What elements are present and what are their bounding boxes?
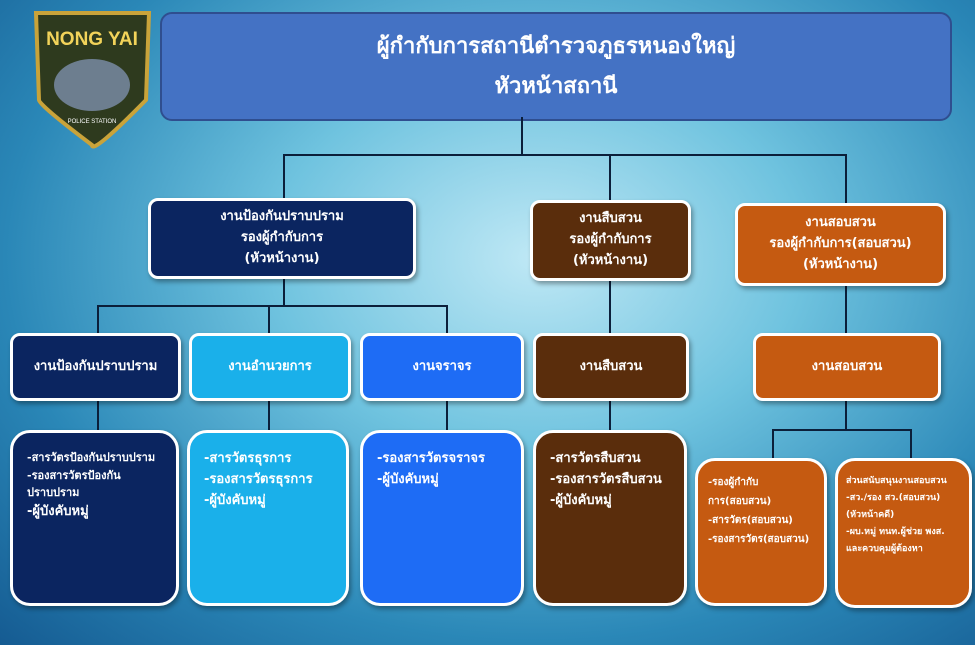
station-chief-box: ผู้กำกับการสถานีตำรวจภูธรหนองใหญ่ หัวหน้… <box>160 12 952 121</box>
detail-line: ส่วนสนับสนุนงานสอบสวน <box>846 476 947 486</box>
detail-inquiry-support: ส่วนสนับสนุนงานสอบสวน -สว./รอง สว.(สอบสว… <box>835 458 972 608</box>
connector <box>845 285 847 333</box>
detail-traffic: -รองสารวัตรจราจร -ผู้บังคับหมู่ <box>360 430 524 606</box>
deputy-line: (หัวหน้างาน) <box>244 250 320 266</box>
deputy-line: (หัวหน้างาน) <box>802 256 879 272</box>
connector <box>283 154 847 156</box>
connector <box>283 154 285 199</box>
detail-line: -รองสารวัตรป้องกัน <box>27 468 121 482</box>
deputy-line: งานสอบสวน <box>805 215 876 231</box>
connector <box>268 305 270 333</box>
chief-title: ผู้กำกับการสถานีตำรวจภูธรหนองใหญ่ <box>376 33 736 59</box>
detail-line: -รองสารวัตรธุรการ <box>204 471 313 487</box>
unit-investigation: งานสืบสวน <box>533 333 689 401</box>
detail-line: -ผู้บังคับหมู่ <box>27 503 89 519</box>
detail-line: -สว./รอง สว.(สอบสวน) <box>846 493 941 504</box>
unit-label: งานสอบสวน <box>811 358 883 374</box>
detail-line: -สารวัตรธุรการ <box>204 451 292 466</box>
detail-line: -สารวัตรสืบสวน <box>550 451 641 466</box>
deputy-inquiry-box: งานสอบสวน รองผู้กำกับการ(สอบสวน) (หัวหน้… <box>735 203 946 286</box>
connector <box>609 400 611 430</box>
detail-line: -ผู้บังคับหมู่ <box>550 492 612 508</box>
connector <box>609 154 611 201</box>
unit-inquiry: งานสอบสวน <box>753 333 941 401</box>
deputy-line: งานป้องกันปราบปราม <box>220 209 344 225</box>
unit-label: งานอำนวยการ <box>228 358 312 374</box>
detail-administration: -สารวัตรธุรการ -รองสารวัตรธุรการ -ผู้บัง… <box>187 430 349 606</box>
unit-label: งานจราจร <box>412 358 472 374</box>
connector <box>609 280 611 333</box>
chief-role: หัวหน้าสถานี <box>494 73 618 99</box>
deputy-line: รองผู้กำกับการ <box>569 232 652 248</box>
connector <box>845 400 847 430</box>
detail-line: และควบคุมผู้ต้องหา <box>846 544 923 555</box>
detail-line: -สารวัตร(สอบสวน) <box>708 515 793 526</box>
deputy-line: งานสืบสวน <box>579 211 642 227</box>
connector <box>446 305 448 333</box>
connector <box>97 305 448 307</box>
connector <box>268 400 270 430</box>
unit-prevention: งานป้องกันปราบปราม <box>10 333 181 401</box>
connector <box>283 278 285 306</box>
detail-line: -รองสารวัตรจราจร <box>377 451 485 466</box>
svg-text:NONG YAI: NONG YAI <box>46 29 138 50</box>
connector <box>446 400 448 430</box>
connector <box>910 429 912 459</box>
detail-line: (หัวหน้าคดี) <box>846 510 895 521</box>
deputy-line: (หัวหน้างาน) <box>572 252 649 268</box>
unit-administration: งานอำนวยการ <box>189 333 351 401</box>
detail-line: -ผู้บังคับหมู่ <box>377 471 439 487</box>
deputy-investigation-box: งานสืบสวน รองผู้กำกับการ (หัวหน้างาน) <box>530 200 691 281</box>
connector <box>97 400 99 430</box>
deputy-line: รองผู้กำกับการ(สอบสวน) <box>769 236 912 252</box>
svg-text:POLICE STATION: POLICE STATION <box>68 119 117 125</box>
detail-line: -รองสารวัตรสืบสวน <box>550 471 662 487</box>
connector <box>845 154 847 204</box>
detail-line: ปราบปราม <box>27 486 80 500</box>
unit-label: งานสืบสวน <box>579 358 643 374</box>
detail-investigation: -สารวัตรสืบสวน -รองสารวัตรสืบสวน -ผู้บัง… <box>533 430 687 606</box>
deputy-line: รองผู้กำกับการ <box>240 230 324 246</box>
detail-line: -รองผู้กำกับการ(สอบสวน) <box>708 477 772 507</box>
connector <box>521 117 523 155</box>
unit-label: งานป้องกันปราบปราม <box>33 358 158 374</box>
detail-prevention: -สารวัตรป้องกันปราบปราม -รองสารวัตรป้องก… <box>10 430 179 606</box>
connector <box>97 305 99 333</box>
detail-line: -ผู้บังคับหมู่ <box>204 492 266 508</box>
deputy-prevention-box: งานป้องกันปราบปราม รองผู้กำกับการ (หัวหน… <box>148 198 416 279</box>
detail-line: -สารวัตรป้องกันปราบปราม <box>27 451 156 464</box>
police-logo: NONG YAI POLICE STATION <box>30 5 155 150</box>
connector <box>772 429 912 431</box>
unit-traffic: งานจราจร <box>360 333 524 401</box>
detail-line: -รองสารวัตร(สอบสวน) <box>708 534 810 545</box>
connector <box>772 429 774 459</box>
detail-inquiry-officers: -รองผู้กำกับการ(สอบสวน) -สารวัตร(สอบสวน)… <box>695 458 827 606</box>
detail-line: -ผบ.หมู่ ทนท.ผู้ช่วย พงส. <box>846 527 945 538</box>
